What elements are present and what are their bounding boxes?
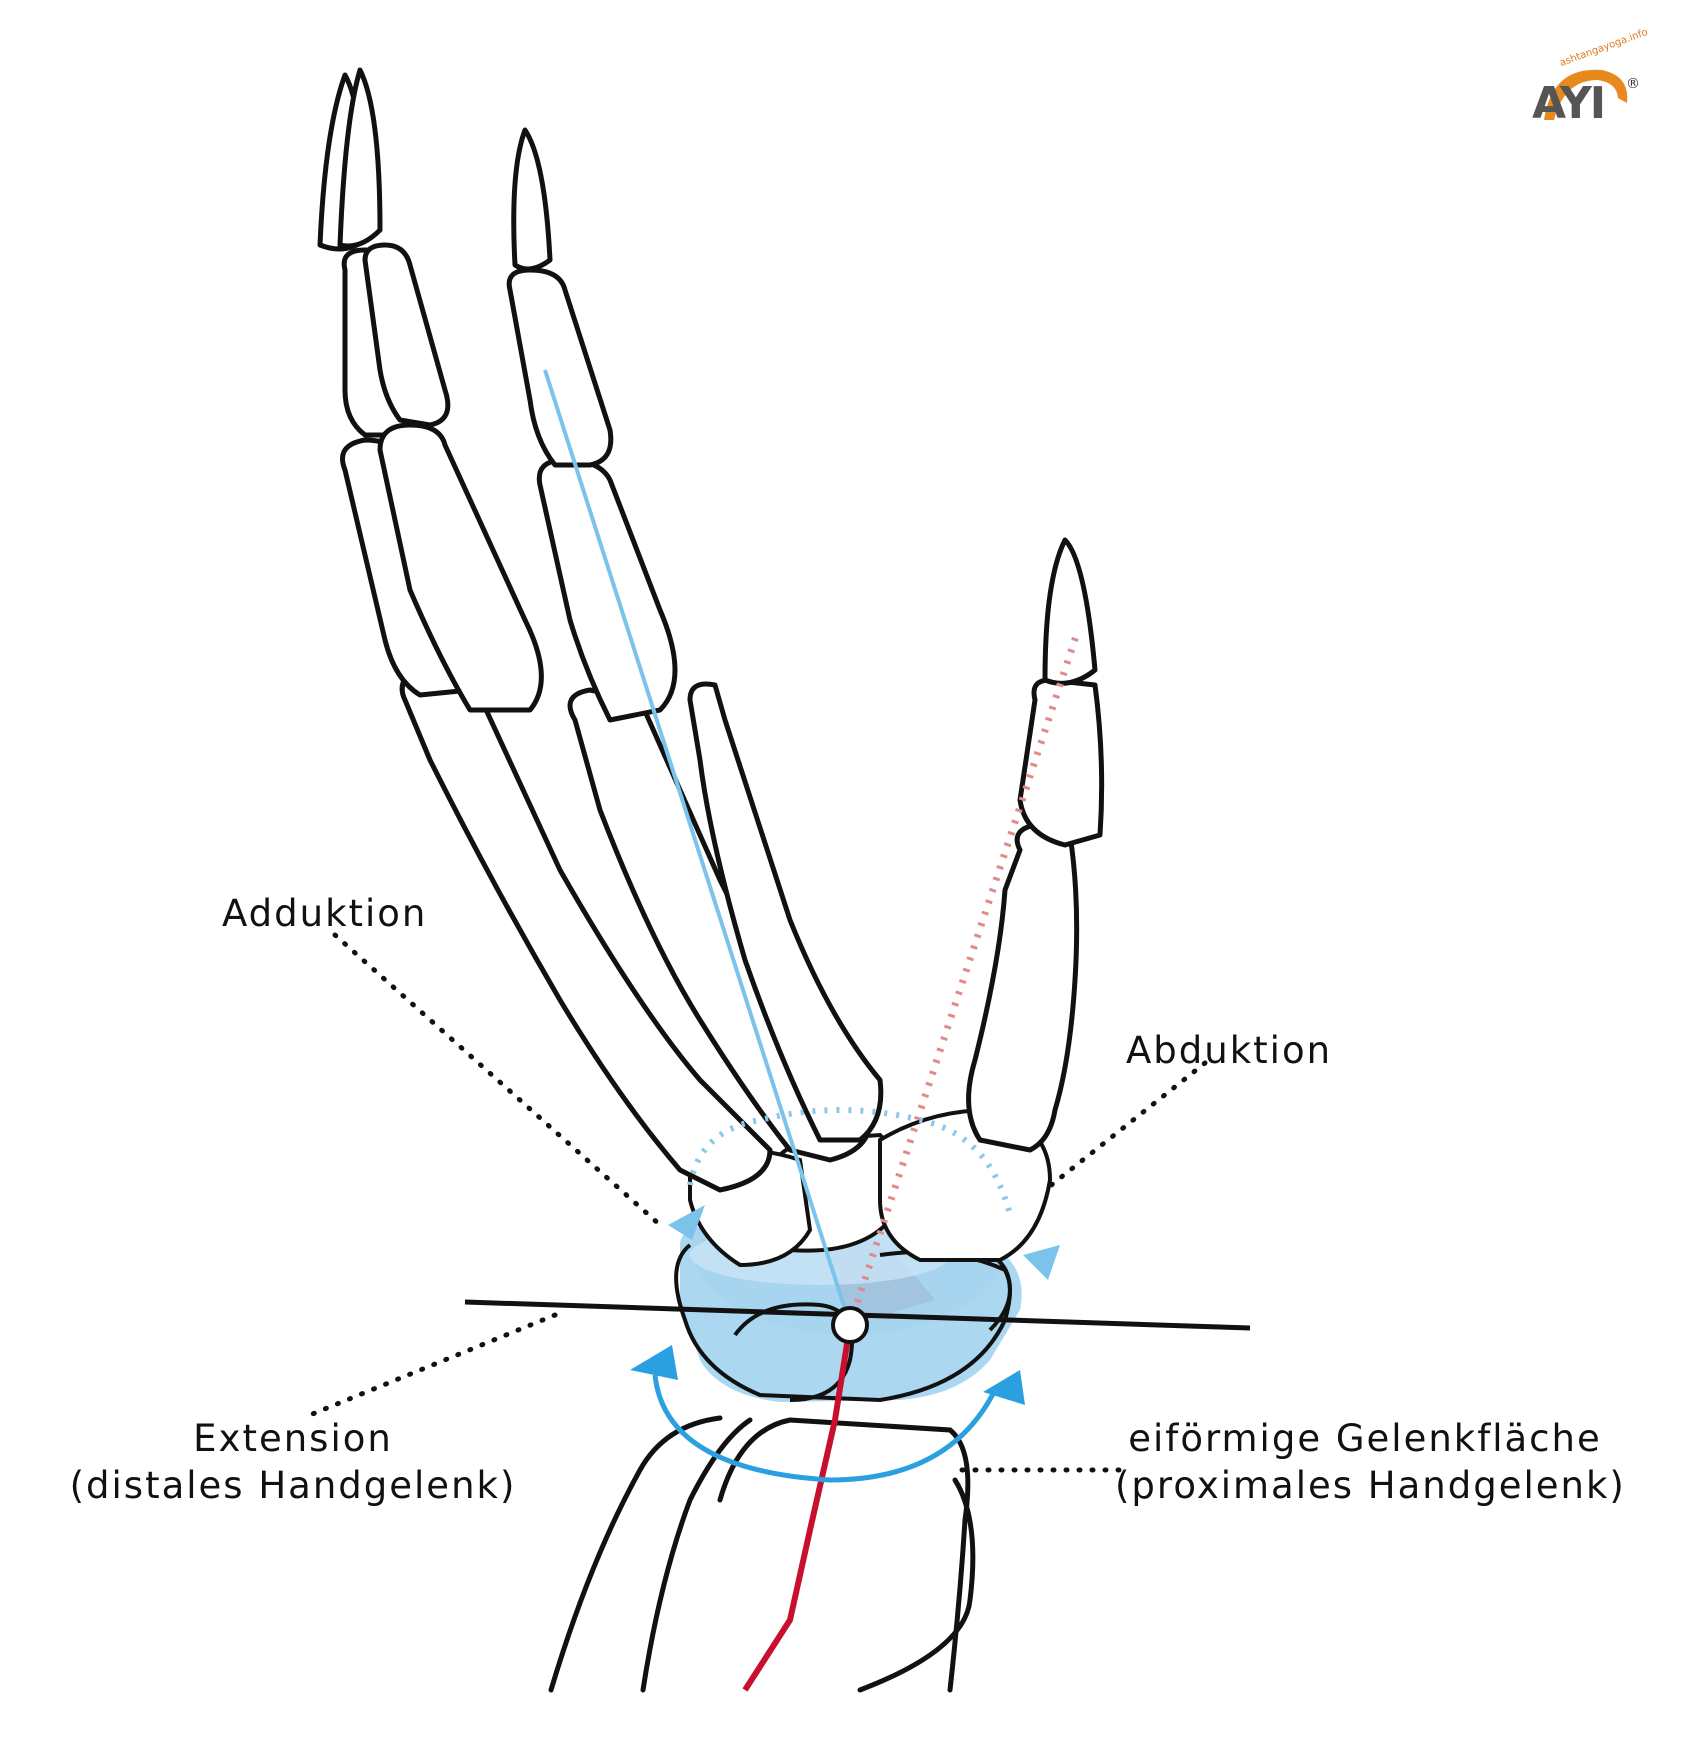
extension-label-line1: Extension bbox=[193, 1417, 393, 1460]
ring-proximal bbox=[536, 457, 678, 723]
logo-swoosh-icon bbox=[1544, 69, 1628, 120]
leader-lines bbox=[307, 932, 1208, 1473]
extension-label: Extension (distales Handgelenk) bbox=[58, 1415, 528, 1510]
red-dotted-thumb-axis bbox=[846, 628, 1082, 1327]
radius-edge bbox=[857, 1477, 976, 1693]
radius-outline bbox=[717, 1417, 971, 1693]
logo-text: AYI bbox=[1532, 78, 1606, 129]
adduction-arrow bbox=[668, 1205, 705, 1240]
extension-arrow-right bbox=[983, 1370, 1025, 1405]
extension-leader bbox=[307, 1312, 558, 1418]
metacarpal-thumb bbox=[966, 822, 1080, 1153]
abduction-label: Abduktion bbox=[1126, 1029, 1333, 1072]
abduction-arrow bbox=[1023, 1245, 1060, 1280]
eiformige-label: eiförmige Gelenkfläche (proximales Handg… bbox=[1115, 1415, 1626, 1510]
thumb-proximal bbox=[1017, 677, 1105, 848]
forearm-bones bbox=[548, 1415, 976, 1693]
extension-arc bbox=[652, 1374, 998, 1483]
eiformige-label-line2: (proximales Handgelenk) bbox=[1115, 1464, 1626, 1508]
ring-middle bbox=[506, 267, 614, 468]
middle-proximal bbox=[377, 422, 544, 713]
logo-registered-mark: ® bbox=[1626, 76, 1640, 92]
phalanges bbox=[317, 67, 1105, 848]
ulna-outline bbox=[548, 1415, 723, 1693]
red-forearm-axis bbox=[742, 1324, 853, 1692]
carpal-bones bbox=[674, 1107, 1053, 1403]
ayi-logo: ashtangayoga.info AYI ® bbox=[1522, 27, 1649, 142]
abduction-leader bbox=[1042, 1060, 1208, 1193]
extension-arrow-left bbox=[630, 1345, 678, 1380]
middle-distal bbox=[337, 67, 383, 249]
adduction-label: Adduktion bbox=[222, 892, 428, 935]
joint-center-point bbox=[831, 1306, 869, 1344]
eiformige-label-line1: eiförmige Gelenkfläche bbox=[1128, 1417, 1602, 1460]
metacarpal-ring bbox=[687, 681, 884, 1143]
ring-distal bbox=[511, 127, 553, 272]
adduction-leader bbox=[332, 932, 663, 1228]
blue-axis-line bbox=[543, 369, 852, 1326]
metacarpals bbox=[399, 656, 1080, 1193]
extension-label-line2: (distales Handgelenk) bbox=[69, 1464, 517, 1508]
ulna-inner bbox=[640, 1417, 753, 1693]
motion-arrows bbox=[630, 1205, 1060, 1483]
middle-middle bbox=[362, 242, 451, 428]
thumb-distal bbox=[1042, 537, 1098, 686]
